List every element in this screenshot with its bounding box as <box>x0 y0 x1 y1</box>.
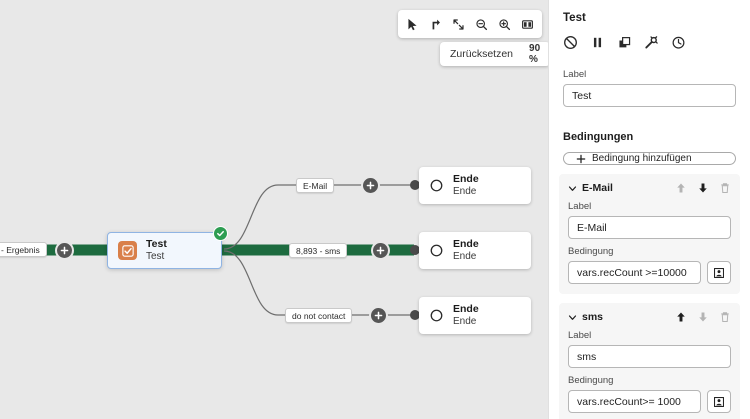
add-condition-label: Bedingung hinzufügen <box>592 153 692 164</box>
node-subtitle: Ende <box>453 250 477 262</box>
zoom-level-value: 90 % <box>529 43 541 65</box>
node-subtitle: Test <box>146 250 165 262</box>
zoom-in-icon[interactable] <box>493 12 516 36</box>
panel-header-toolbar[interactable] <box>563 35 736 50</box>
delete-icon-1[interactable] <box>719 311 731 323</box>
properties-panel: Test <box>548 0 750 419</box>
node-subtitle: Ende <box>453 315 477 327</box>
canvas-toolbar[interactable] <box>398 10 542 38</box>
edge-label-branch-2[interactable]: do not contact <box>285 308 353 323</box>
chevron-down-icon <box>568 314 577 320</box>
pointer-icon[interactable] <box>401 12 424 36</box>
condition-header-0: E-Mail <box>568 182 731 194</box>
node-title: Ende <box>453 237 479 250</box>
green-check-icon <box>213 226 228 241</box>
panel-header: Test <box>549 0 750 59</box>
incoming-edge-label: - Ergebnis <box>0 242 47 257</box>
expression-editor-icon-1[interactable] <box>707 390 731 413</box>
fit-to-screen-icon[interactable] <box>447 12 470 36</box>
condition-label-group-1: Label <box>568 330 731 368</box>
condition-label-input-1[interactable] <box>568 345 731 368</box>
workflow-canvas[interactable]: Zurücksetzen 90 % - Ergebnis Test Te <box>0 0 548 419</box>
condition-expression-group-1: Bedingung <box>568 375 731 413</box>
condition-toggle-0[interactable]: E-Mail <box>568 182 613 194</box>
panel-title: Test <box>563 12 586 24</box>
redo-arrow-icon[interactable] <box>424 12 447 36</box>
condition-label-group-0: Label <box>568 201 731 239</box>
condition-card-0: E-Mail <box>559 174 740 294</box>
orange-check-square-icon <box>118 241 137 260</box>
zoom-out-icon[interactable] <box>470 12 493 36</box>
workflow-node-end-2[interactable]: Ende Ende <box>419 297 531 334</box>
label-field-group: Label <box>549 59 750 113</box>
condition-expression-input-1[interactable] <box>568 390 701 413</box>
edge-endpoint-branch-2 <box>410 310 420 320</box>
condition-header-1: sms <box>568 311 731 323</box>
add-step-button-branch-0[interactable] <box>363 178 378 193</box>
pause-icon[interactable] <box>590 35 605 50</box>
chevron-down-icon <box>568 185 577 191</box>
condition-name-0: E-Mail <box>582 182 613 194</box>
edge-endpoint-branch-1 <box>410 245 420 255</box>
node-subtitle: Ende <box>453 185 477 197</box>
condition-card-1: sms <box>559 303 740 419</box>
move-down-icon-0[interactable] <box>697 182 709 194</box>
condition-expression-caption-0: Bedingung <box>568 246 614 257</box>
disable-icon[interactable] <box>563 35 578 50</box>
condition-label-caption-1: Label <box>568 330 592 341</box>
condition-expression-input-0[interactable] <box>568 261 701 284</box>
workflow-node-end-0[interactable]: Ende Ende <box>419 167 531 204</box>
zoom-bar[interactable]: Zurücksetzen 90 % <box>440 42 548 66</box>
condition-label-input-0[interactable] <box>568 216 731 239</box>
node-title: Ende <box>453 172 479 185</box>
condition-label-caption-0: Label <box>568 201 592 212</box>
add-step-button-branch-1[interactable] <box>373 243 388 258</box>
duplicate-icon[interactable] <box>617 35 632 50</box>
settings-icon[interactable] <box>644 35 659 50</box>
condition-toggle-1[interactable]: sms <box>568 311 603 323</box>
condition-expression-caption-1: Bedingung <box>568 375 614 386</box>
label-input[interactable] <box>563 84 736 107</box>
delete-icon-0[interactable] <box>719 182 731 194</box>
workflow-node-end-1[interactable]: Ende Ende <box>419 232 531 269</box>
add-condition-button[interactable]: Bedingung hinzufügen <box>563 152 736 165</box>
edge-endpoint-branch-0 <box>410 180 420 190</box>
circle-outline-icon <box>429 243 444 258</box>
add-step-button-incoming[interactable] <box>57 243 72 258</box>
circle-outline-icon <box>429 178 444 193</box>
condition-name-1: sms <box>582 311 604 323</box>
edge-label-branch-1[interactable]: 8,893 - sms <box>289 243 348 258</box>
layout-columns-icon[interactable] <box>516 12 539 36</box>
label-field-caption: Label <box>563 69 587 80</box>
move-up-icon-1[interactable] <box>675 311 687 323</box>
condition-expression-group-0: Bedingung <box>568 246 731 284</box>
move-up-icon-0[interactable] <box>675 182 687 194</box>
reset-zoom-button[interactable]: Zurücksetzen <box>450 48 514 60</box>
node-title: Ende <box>453 302 479 315</box>
plus-icon <box>576 154 586 163</box>
workflow-node-test[interactable]: Test Test <box>107 226 228 269</box>
expression-editor-icon-0[interactable] <box>707 261 731 284</box>
move-down-icon-1[interactable] <box>697 311 709 323</box>
add-step-button-branch-2[interactable] <box>371 308 386 323</box>
conditions-section-title: Bedingungen <box>563 131 634 143</box>
edge-label-branch-0[interactable]: E-Mail <box>296 178 335 193</box>
history-icon[interactable] <box>671 35 686 50</box>
circle-outline-icon <box>429 308 444 323</box>
node-title: Test <box>146 237 167 250</box>
